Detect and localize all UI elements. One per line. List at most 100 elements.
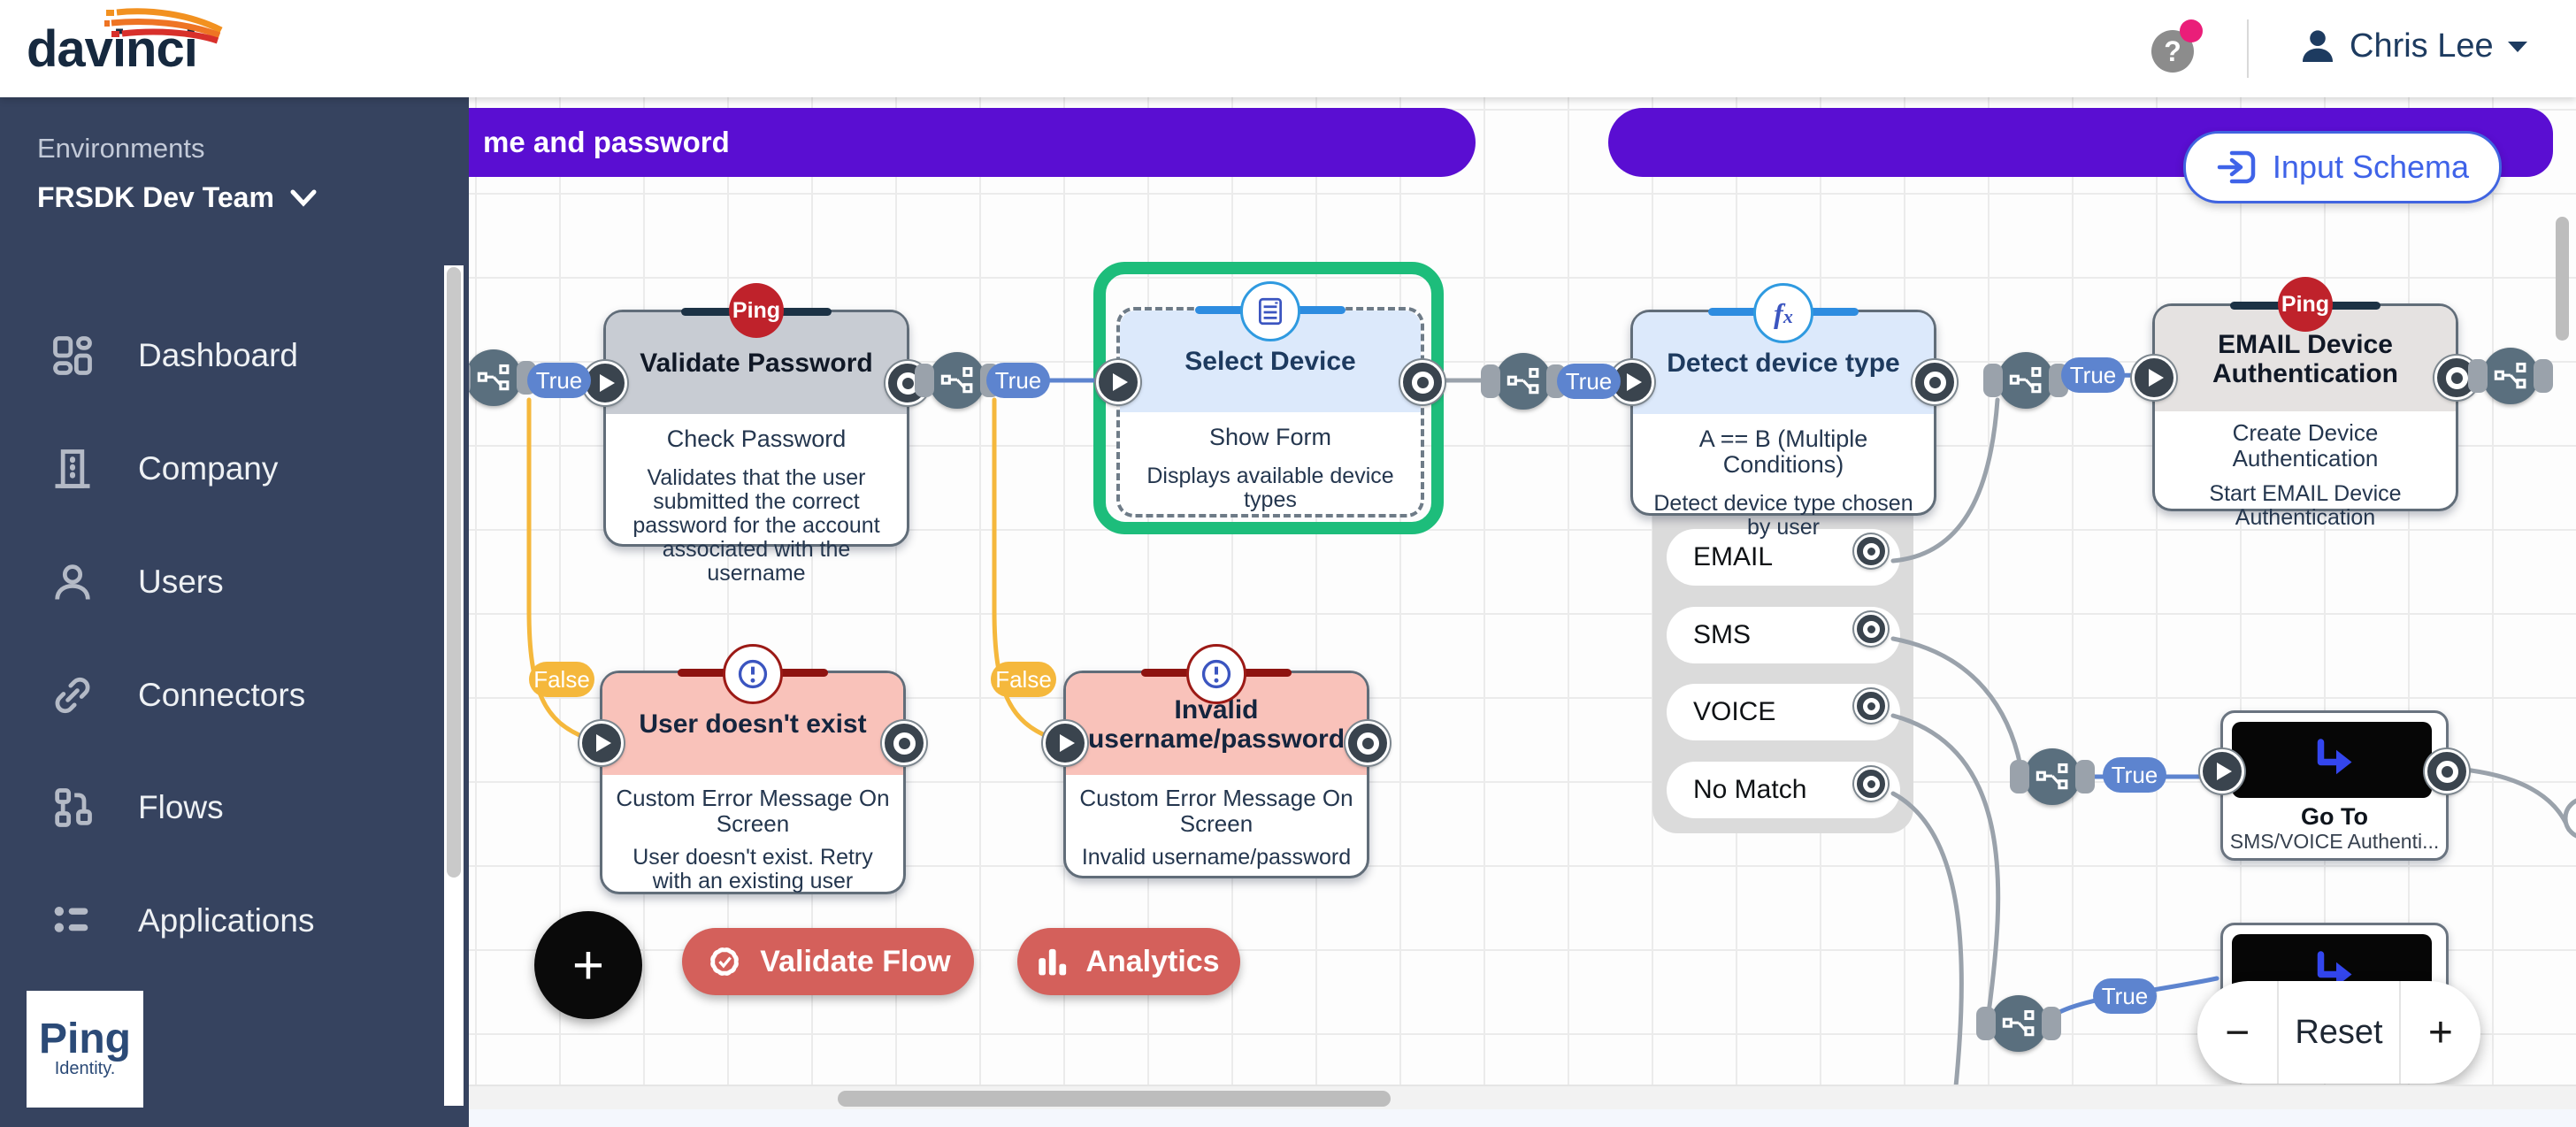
node-description: Invalid username/password bbox=[1081, 845, 1352, 870]
sidebar-item-label: Dashboard bbox=[138, 337, 299, 373]
node-goto-sms-voice[interactable]: Go To SMS/VOICE Authenti... bbox=[2200, 710, 2469, 861]
sidebar-item-applications[interactable]: Applications bbox=[0, 881, 442, 961]
connectors-icon bbox=[55, 677, 90, 714]
node-user-doesnt-exist[interactable]: User doesn't exist Custom Error Message … bbox=[579, 644, 926, 894]
user-menu[interactable]: Chris Lee bbox=[2296, 25, 2531, 67]
reset-zoom-button[interactable]: Reset bbox=[2277, 981, 2398, 1084]
option-pill-voice[interactable]: VOICE bbox=[1667, 684, 1900, 740]
validate-flow-button[interactable]: Validate Flow bbox=[682, 928, 974, 995]
input-port-icon[interactable] bbox=[2200, 749, 2244, 794]
node-validate-password[interactable]: Ping Validate Password Check Password Va… bbox=[583, 283, 930, 586]
canvas-horizontal-scrollbar-thumb[interactable] bbox=[838, 1091, 1391, 1107]
goto-arrow-icon bbox=[2317, 739, 2352, 775]
edge-label-text: True bbox=[2069, 361, 2117, 388]
edge-label-true: True bbox=[1557, 364, 1621, 399]
option-pill-no-match[interactable]: No Match bbox=[1667, 762, 1900, 818]
node-title: User doesn't exist bbox=[639, 709, 867, 739]
node-title: Detect device type bbox=[1667, 349, 1900, 378]
edge-label-text: False bbox=[995, 665, 1052, 693]
goto-black-header bbox=[2232, 722, 2432, 798]
option-label: No Match bbox=[1693, 775, 1807, 804]
add-node-button[interactable]: + bbox=[534, 911, 642, 1019]
edge-label-text: True bbox=[994, 366, 1042, 394]
chevron-down-icon bbox=[2507, 42, 2527, 52]
selection-ring bbox=[1093, 262, 1444, 534]
ping-badge-text: Ping bbox=[732, 297, 781, 323]
option-pill-email[interactable]: EMAIL bbox=[1667, 529, 1900, 586]
node-subtitle: A == B (Multiple Conditions) bbox=[1698, 426, 1868, 478]
dashboard-icon bbox=[53, 336, 92, 375]
sidebar-item-company[interactable]: Company bbox=[0, 429, 442, 509]
canvas-horizontal-scrollbar-track bbox=[469, 1085, 2576, 1111]
input-port-icon[interactable] bbox=[2132, 356, 2176, 400]
edge-connector[interactable] bbox=[1976, 995, 2061, 1052]
condition-options-panel: EMAIL SMS VOICE No Match bbox=[1652, 504, 1913, 833]
node-description: Detect device type chosen by user bbox=[1653, 491, 1913, 540]
node-title: Go To bbox=[2301, 803, 2368, 830]
output-port-icon[interactable] bbox=[1913, 360, 1957, 404]
chevron-down-icon bbox=[290, 189, 317, 207]
ping-identity-logo: Ping Identity. bbox=[27, 991, 143, 1108]
sidebar-item-label: Applications bbox=[138, 902, 315, 939]
node-email-device-authentication[interactable]: Ping EMAIL Device Authentication Create … bbox=[2132, 277, 2479, 530]
node-detect-device-type[interactable]: fx Detect device type A == B (Multiple C… bbox=[1610, 283, 1957, 540]
edge-connector[interactable] bbox=[1983, 352, 2068, 409]
node-subtitle: Custom Error Message On Screen bbox=[616, 785, 890, 837]
input-port-icon[interactable] bbox=[1610, 360, 1654, 404]
top-bar: davinci ? Chris Lee bbox=[0, 0, 2576, 97]
analytics-label: Analytics bbox=[1085, 944, 1220, 978]
node-title: Validate Password bbox=[640, 349, 873, 378]
output-port-icon[interactable] bbox=[2425, 749, 2469, 794]
node-description: Start EMAIL Device Authentication bbox=[2209, 481, 2402, 530]
output-port-icon[interactable] bbox=[1346, 721, 1390, 765]
sidebar-item-label: Flows bbox=[138, 789, 224, 825]
flows-icon bbox=[55, 788, 92, 827]
sidebar-item-label: Users bbox=[138, 564, 224, 600]
edge-connector[interactable] bbox=[915, 352, 1000, 409]
sidebar-item-dashboard[interactable]: Dashboard bbox=[0, 316, 442, 395]
sidebar-scrollbar-thumb[interactable] bbox=[447, 267, 461, 878]
environment-selector[interactable]: FRSDK Dev Team bbox=[37, 181, 318, 214]
option-pill-sms[interactable]: SMS bbox=[1667, 607, 1900, 663]
edge-connector[interactable] bbox=[2010, 748, 2095, 805]
alert-badge-icon bbox=[723, 644, 783, 704]
ping-badge-icon: Ping bbox=[2278, 277, 2333, 332]
input-port-icon[interactable] bbox=[579, 721, 624, 765]
output-port-icon[interactable] bbox=[1854, 689, 1888, 723]
node-select-device[interactable]: Select Device Show Form Displays availab… bbox=[1096, 281, 1445, 518]
output-port-icon[interactable] bbox=[1400, 360, 1445, 404]
form-badge-icon bbox=[1240, 281, 1300, 341]
input-port-icon[interactable] bbox=[1096, 360, 1140, 404]
node-invalid-username-password[interactable]: Invalid username/password Custom Error M… bbox=[1043, 644, 1390, 878]
canvas-vertical-scrollbar-thumb[interactable] bbox=[2556, 217, 2569, 341]
sidebar-item-label: Connectors bbox=[138, 677, 306, 713]
edge-connector[interactable] bbox=[2468, 348, 2553, 404]
node-subtitle: Custom Error Message On Screen bbox=[1079, 785, 1353, 837]
output-port-icon[interactable] bbox=[1854, 767, 1888, 801]
zoom-out-button[interactable]: − bbox=[2197, 981, 2277, 1084]
output-port-icon[interactable] bbox=[882, 721, 926, 765]
seal-check-icon bbox=[710, 947, 740, 976]
edge-label-false: False bbox=[991, 662, 1056, 697]
output-port-icon[interactable] bbox=[1854, 534, 1888, 568]
input-schema-button[interactable]: Input Schema bbox=[2183, 131, 2502, 203]
edge-connector[interactable] bbox=[1481, 353, 1566, 410]
output-port-icon[interactable] bbox=[1854, 612, 1888, 646]
node-subtitle: Check Password bbox=[666, 426, 847, 452]
sidebar-item-users[interactable]: Users bbox=[0, 542, 442, 622]
plus-icon: + bbox=[571, 934, 605, 996]
sidebar-item-connectors[interactable]: Connectors bbox=[0, 656, 442, 735]
edge-label-text: True bbox=[535, 366, 583, 394]
analytics-button[interactable]: Analytics bbox=[1017, 928, 1240, 995]
identity-logo-text: Identity. bbox=[54, 1058, 116, 1078]
edge-label-true: True bbox=[986, 363, 1050, 398]
edge-label-true: True bbox=[527, 363, 591, 398]
zoom-in-button[interactable]: + bbox=[2398, 981, 2480, 1084]
flow-canvas[interactable]: me and password EMAIL SMS VOICE No Match bbox=[469, 97, 2576, 1127]
flow-section-banner-left: me and password bbox=[469, 108, 1476, 177]
bar-chart-icon bbox=[1039, 948, 1067, 976]
input-port-icon[interactable] bbox=[1043, 721, 1087, 765]
sidebar-item-flows[interactable]: Flows bbox=[0, 768, 442, 847]
function-badge-icon: fx bbox=[1753, 283, 1813, 343]
